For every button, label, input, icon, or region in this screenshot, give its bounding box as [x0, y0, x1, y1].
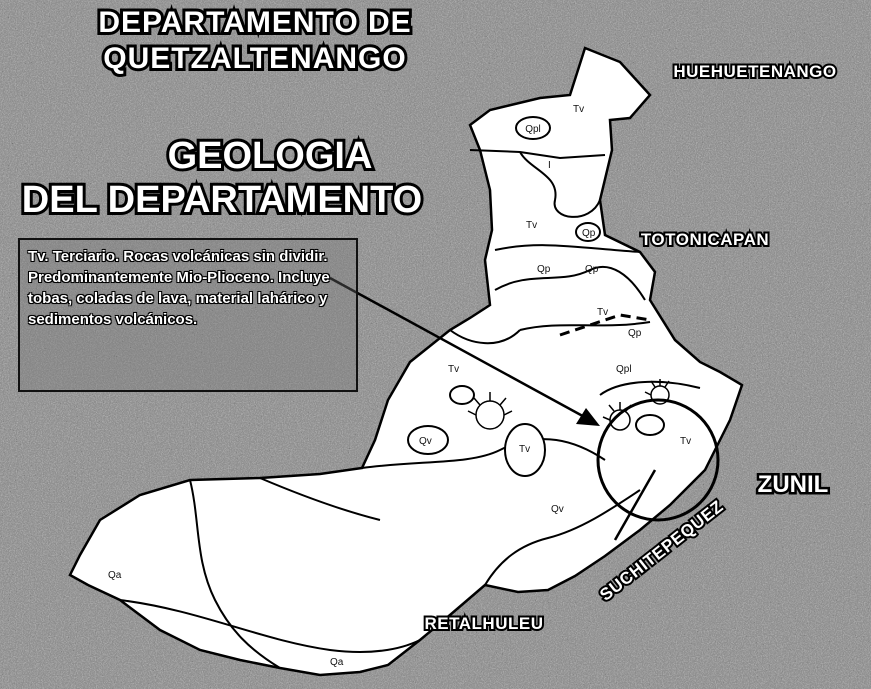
region-label-retalhuleu: RETALHULEU	[425, 614, 544, 633]
unit-label: Tv	[448, 364, 459, 375]
unit-label: Tv	[519, 444, 530, 455]
department-outline	[68, 46, 744, 677]
unit-label: Qp	[585, 264, 599, 275]
legend-text: Tv. Terciario. Rocas volcánicas sin divi…	[28, 248, 330, 328]
legend-box: Tv. Terciario. Rocas volcánicas sin divi…	[18, 238, 358, 392]
heading-line-2: DEL DEPARTAMENTO	[22, 179, 422, 221]
unit-label: Qp	[628, 328, 642, 339]
unit-label: Tv	[680, 436, 691, 447]
unit-label: Tv	[526, 220, 537, 231]
geologic-contacts	[119, 149, 701, 669]
unit-label: Qpl	[616, 364, 632, 375]
unit-label: Qp	[537, 264, 551, 275]
unit-label: Qpl	[525, 124, 541, 135]
map-heading: GEOLOGIA DEL DEPARTAMENTO	[19, 132, 425, 224]
heading-line-1: GEOLOGIA	[168, 135, 373, 177]
unit-label: Qp	[582, 228, 596, 239]
legend-pointer-arrow	[329, 276, 600, 426]
map-title: DEPARTAMENTO DE QUETZALTENANGO	[95, 3, 413, 78]
geologic-bodies	[407, 116, 665, 477]
unit-label: Qv	[419, 436, 432, 447]
unit-label: Qa	[108, 570, 122, 581]
title-line-1: DEPARTAMENTO DE	[98, 6, 411, 39]
title-line-2: QUETZALTENANGO	[103, 42, 406, 75]
zunil-highlight-circle	[596, 398, 720, 522]
boundary-line-south	[613, 469, 657, 541]
region-label-huehuetenango: HUEHUETENANGO	[673, 62, 836, 81]
unit-label: Tv	[597, 307, 608, 318]
volcano-symbols	[467, 379, 670, 431]
geologic-unit-labels: Tv Qpl I Tv Qp Qp Qp Tv Qp Qpl Tv Qv Tv …	[108, 104, 691, 668]
region-label-totonicapan: TOTONICAPAN	[641, 230, 769, 249]
unit-label: Qv	[551, 504, 564, 515]
unit-label: Qa	[330, 657, 344, 668]
region-label-zunil: ZUNIL	[758, 471, 829, 498]
unit-label: I	[548, 160, 551, 171]
unit-label: Tv	[573, 104, 584, 115]
